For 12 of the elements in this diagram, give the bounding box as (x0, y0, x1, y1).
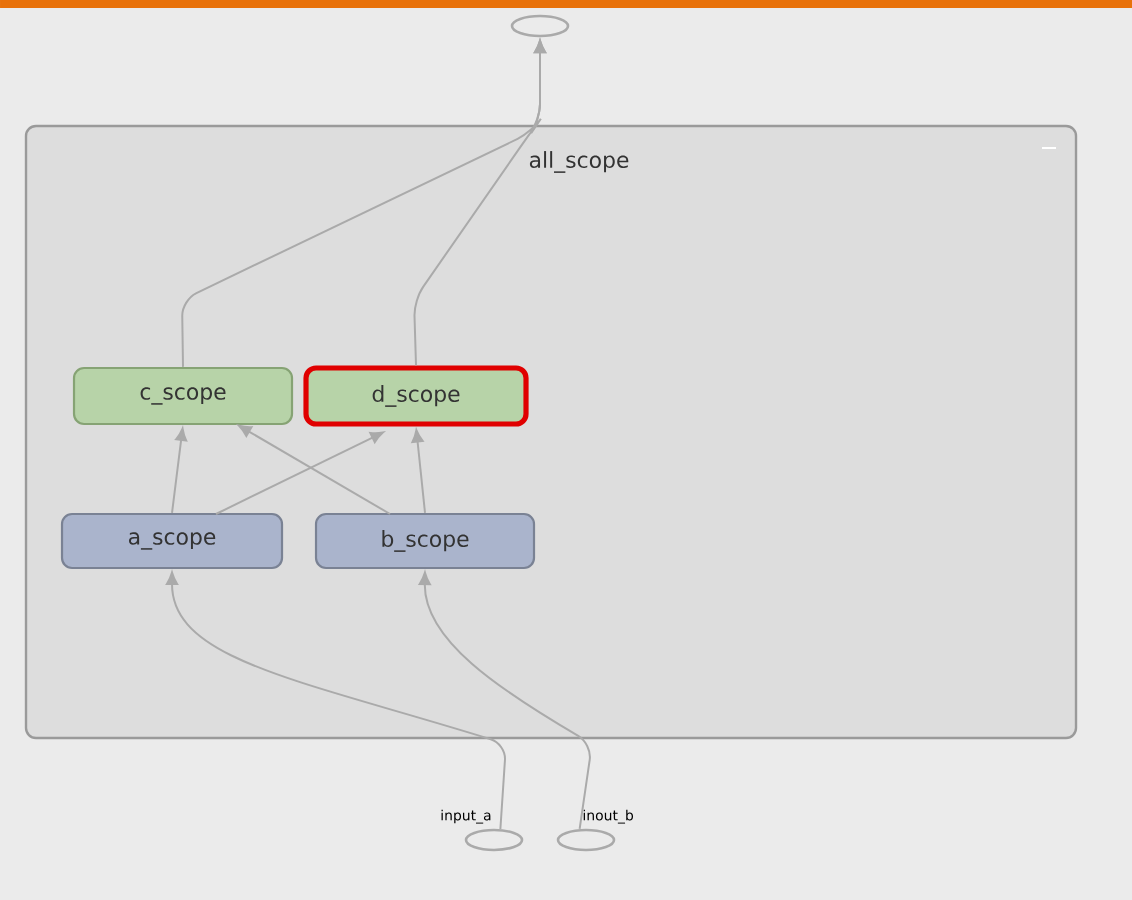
output-ellipse (510, 14, 570, 38)
scope-box: c_scope (72, 366, 294, 426)
scope-box: b_scope (314, 512, 536, 570)
arrow (413, 39, 547, 367)
selected-scope-box: d_scope (303, 365, 529, 427)
arrow (238, 424, 391, 515)
scope-box: a_scope (60, 512, 284, 570)
arrow (165, 571, 506, 830)
arrow (171, 427, 188, 514)
arrow (411, 429, 426, 514)
arrow (215, 431, 384, 515)
arrow (418, 571, 591, 830)
